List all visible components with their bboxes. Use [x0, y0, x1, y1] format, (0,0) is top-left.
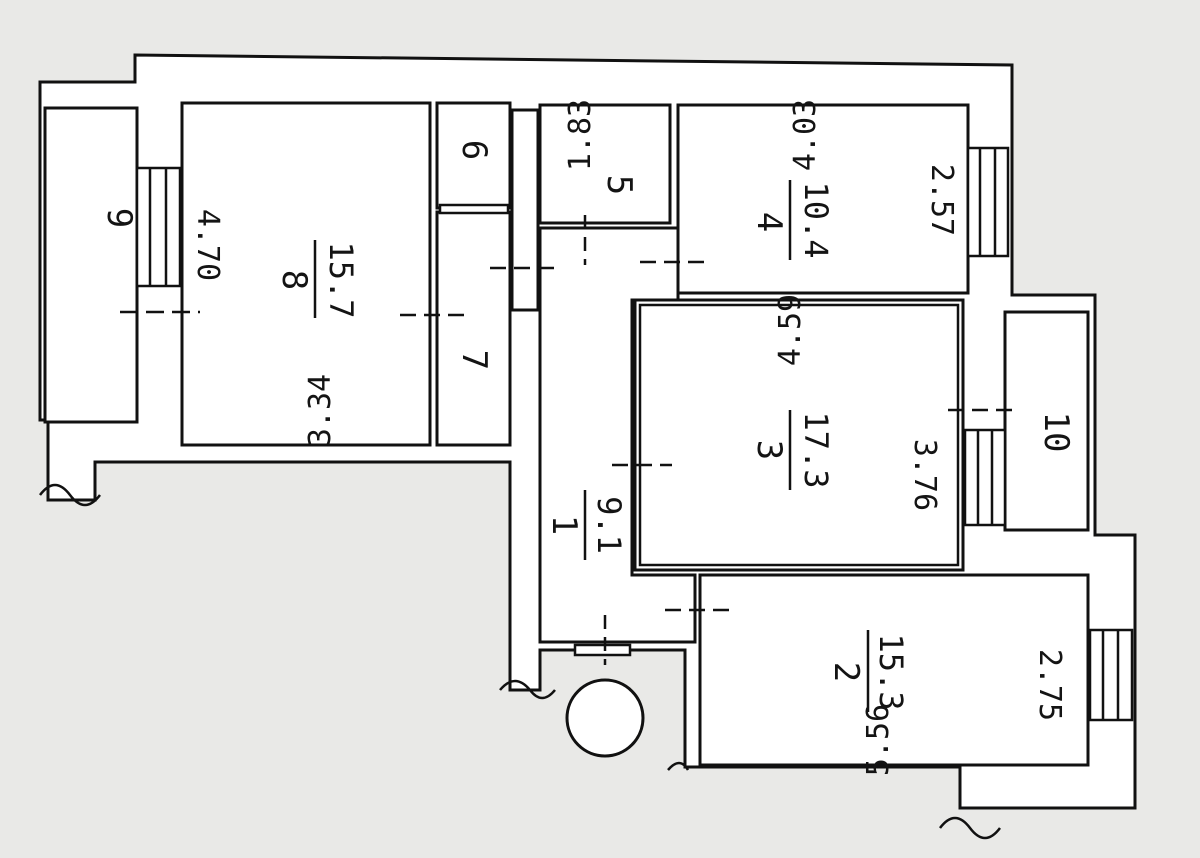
- room-3-area: 17.3: [797, 411, 835, 488]
- door-marks: [120, 215, 1018, 665]
- room-6: [435, 101, 512, 210]
- room-7-number: 7: [454, 350, 494, 370]
- room-1-number: 1: [544, 515, 584, 535]
- room-8-area: 15.7: [322, 241, 360, 318]
- room-5-length: 1.83: [563, 99, 598, 171]
- room-2: [698, 573, 1090, 767]
- break-marks: [39, 483, 1001, 840]
- room-3-width: 3.76: [907, 439, 942, 511]
- room-2-width: 2.75: [1032, 649, 1067, 721]
- room-3: [633, 298, 965, 572]
- room-8-number: 8: [274, 270, 314, 290]
- room-9-balcony: [43, 106, 139, 424]
- room-2-area: 15.3: [872, 633, 910, 710]
- room-4-length: 4.03: [788, 99, 823, 171]
- room-4-area: 10.4: [797, 181, 835, 258]
- windows: [135, 146, 1134, 722]
- riser-circle: [565, 678, 645, 758]
- corridor-strip: [510, 108, 540, 312]
- room-8-width: 4.70: [190, 209, 225, 281]
- room-1-area: 9.1: [590, 496, 628, 554]
- room-6-number: 6: [454, 140, 494, 160]
- room-4-width: 2.57: [924, 164, 959, 236]
- room-8-length: 3.34: [303, 374, 338, 446]
- room-4: [676, 103, 970, 295]
- room-4-number: 4: [749, 212, 789, 232]
- room-8: [180, 101, 432, 447]
- room-10-number: 10: [1036, 412, 1076, 453]
- room-5-number: 5: [599, 175, 639, 195]
- room-5: [538, 103, 672, 225]
- room-2-number: 2: [826, 662, 866, 682]
- room-9-number: 9: [99, 208, 139, 228]
- room-7: [435, 210, 512, 447]
- room-10-balcony: [1003, 310, 1090, 532]
- room-2-length: 5.56: [861, 704, 896, 776]
- room-3-inner-line: [638, 303, 960, 567]
- room-3-length: 4.59: [773, 294, 808, 366]
- room-3-number: 3: [749, 440, 789, 460]
